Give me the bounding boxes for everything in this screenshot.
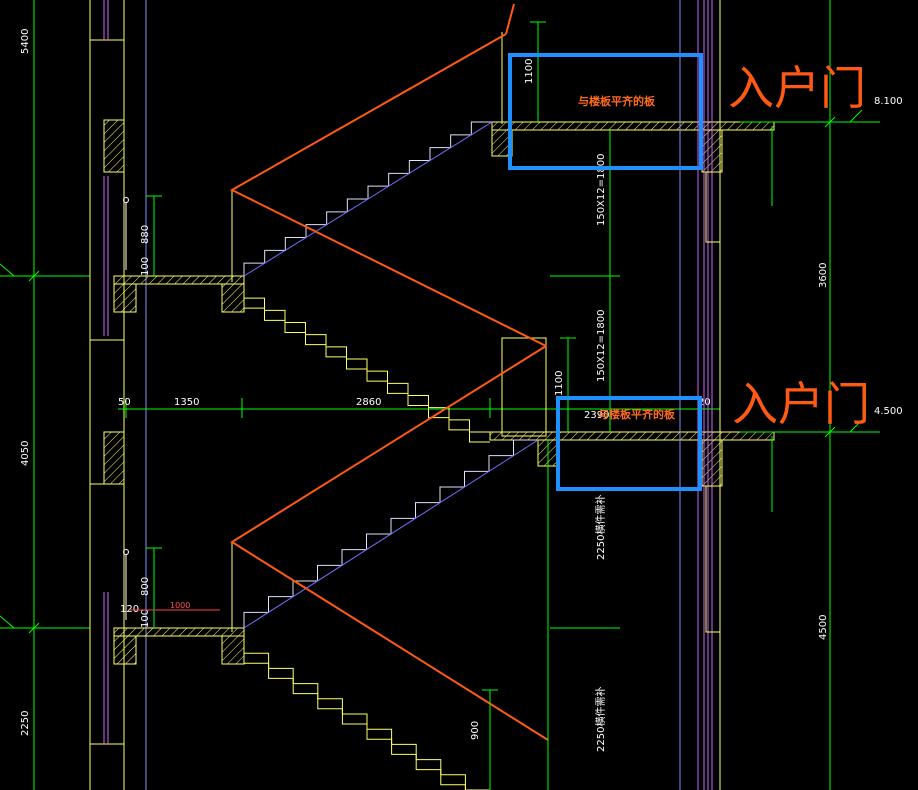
hdim-a: 50 [118, 397, 131, 408]
highlight-box-mid [556, 396, 702, 491]
right-wall [679, 0, 721, 790]
under-dim-1: 2250横件需补 [594, 495, 607, 560]
left-window-lines [103, 0, 109, 744]
left-dimension-chain: 5400 4050 2250 [0, 0, 90, 790]
flight-upper-descending [243, 286, 490, 433]
left-dim-bottom: 2250 [20, 711, 31, 736]
hdim-d: 2390 [584, 410, 609, 421]
handwritten-entry-door-top: 入户门 [728, 61, 866, 115]
elevation-lower: 4.500 [874, 406, 903, 417]
dim-bottom-900: 900 [470, 721, 481, 740]
hdim-b: 1350 [174, 397, 199, 408]
note-flush-mid: 与楼板平齐的板 [598, 407, 676, 421]
orange-markup-lines [229, 3, 549, 741]
highlight-box-top [508, 53, 703, 170]
left-dim-top: 5400 [20, 29, 31, 54]
left-dim-middle: 4050 [20, 441, 31, 466]
right-dimension-chain [740, 0, 880, 790]
left-wall [89, 0, 125, 790]
right-dim-bottom: 4500 [818, 615, 829, 640]
flight-lower-descending [243, 638, 490, 790]
stair-dim-upper: 150X12=1800 [596, 154, 607, 227]
dim-sill-mid: 1100 [554, 371, 565, 396]
flight-upper-descending-soffit [243, 296, 490, 443]
dim-width-120: 120 [120, 604, 139, 615]
dim-post-upper: 100 [140, 257, 151, 276]
baluster-posts [123, 197, 129, 620]
hdim-c: 2860 [356, 397, 381, 408]
stair-dimension-lines [146, 21, 620, 790]
dim-rail-lower: 800 [140, 577, 151, 596]
right-dim-top: 3600 [818, 263, 829, 288]
note-flush-top: 与楼板平齐的板 [578, 94, 656, 108]
handwritten-entry-door-mid: 入户门 [732, 377, 870, 431]
landings [113, 121, 775, 665]
highlight-boxes [508, 53, 703, 491]
under-dim-2: 2250横件需补 [594, 687, 607, 752]
dim-post-lower: 100 [140, 609, 151, 628]
flight-lower-descending-soffit [243, 648, 466, 790]
dim-sill-top: 1100 [524, 59, 535, 84]
dim-rail-upper: 880 [140, 225, 151, 244]
dim-red-1000: 1000 [170, 601, 190, 610]
handrail-lines [243, 121, 539, 629]
stair-dim-lower: 150X12=1800 [596, 310, 607, 383]
elevation-upper: 8.100 [874, 96, 903, 107]
